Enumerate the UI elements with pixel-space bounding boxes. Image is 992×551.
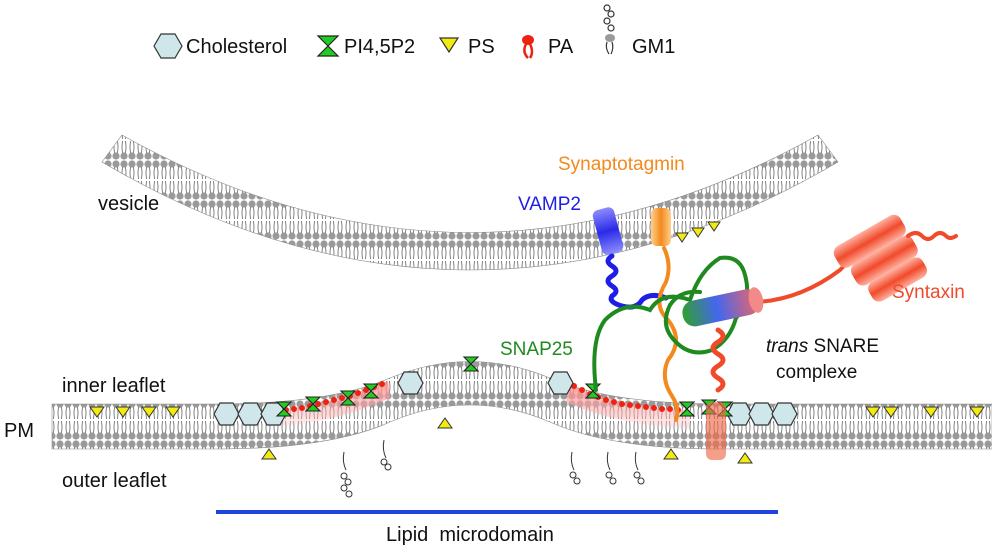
- gm1-molecules: [340, 439, 645, 498]
- snare-word: SNARE: [808, 336, 879, 357]
- outer-leaflet-label: outer leaflet: [62, 470, 167, 492]
- plasma-membrane: [51, 361, 992, 450]
- cholesterol-molecules: [213, 371, 798, 426]
- snare-core-bundle: [682, 289, 760, 327]
- vamp2-linker: [605, 253, 669, 310]
- synaptotagmin-tmd: [651, 208, 671, 246]
- syntaxin-habc: [833, 214, 928, 302]
- legend-cholesterol-label: Cholesterol: [186, 36, 287, 58]
- inner-leaflet-label: inner leaflet: [62, 375, 166, 397]
- gm1-icon: [603, 4, 615, 55]
- snap25-chain: [592, 255, 750, 392]
- pa-headgroups-right: [571, 383, 681, 413]
- legend-ps-label: PS: [468, 36, 495, 58]
- snare-core-end: [748, 287, 764, 313]
- vesicle-membrane: [101, 134, 839, 271]
- trans-snare-label: trans SNARE: [766, 336, 879, 357]
- syntaxin-label: Syntaxin: [892, 282, 965, 303]
- complexe-label: complexe: [776, 362, 857, 383]
- vamp2-tmd: [592, 207, 624, 255]
- legend-pip2-label: PI4,5P2: [344, 36, 415, 58]
- cholesterol-icon: [153, 33, 183, 59]
- pm-label: PM: [4, 420, 34, 442]
- ps-icon: [438, 37, 460, 54]
- trans-italic: trans: [766, 336, 809, 357]
- syntaxin-tm-linker: [710, 327, 726, 393]
- pa-icon: [522, 35, 534, 59]
- vesicle-label: vesicle: [98, 193, 159, 215]
- ps-molecules: [89, 221, 985, 464]
- snap25-label: SNAP25: [500, 339, 573, 360]
- vamp2-label: VAMP2: [518, 194, 581, 215]
- legend-pa-label: PA: [548, 36, 574, 58]
- synaptotagmin-label: Synaptotagmin: [558, 154, 685, 175]
- lipid-microdomain-label: Lipid microdomain: [386, 524, 554, 546]
- syntaxin-tail: [906, 231, 958, 241]
- pip2-icon: [316, 35, 340, 57]
- syntaxin-tmd: [706, 402, 726, 460]
- legend-gm1-label: GM1: [632, 36, 675, 58]
